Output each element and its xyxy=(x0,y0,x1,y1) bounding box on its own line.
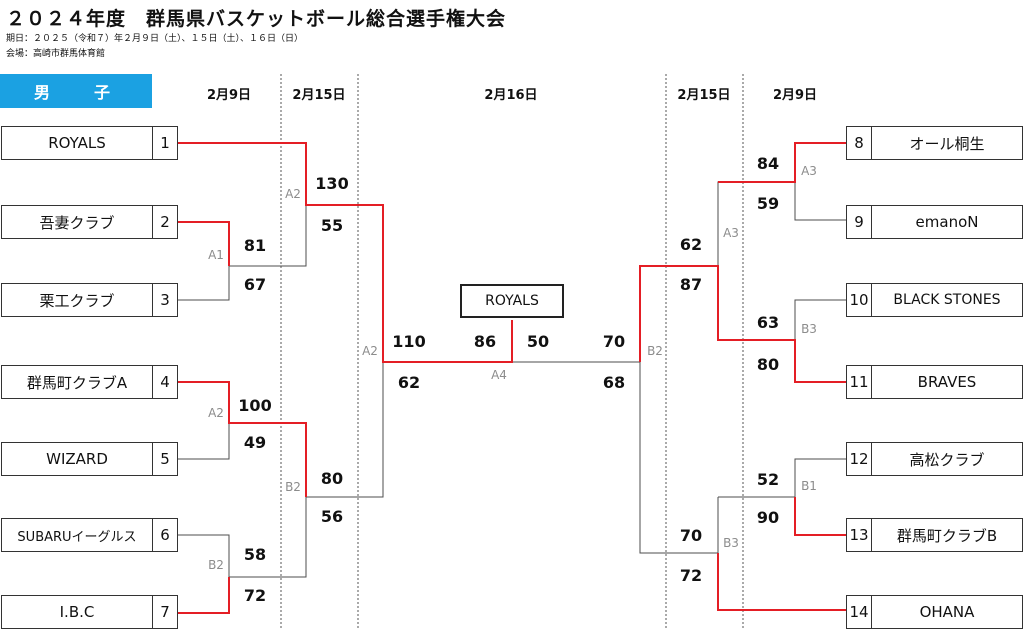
win-path-ibc xyxy=(178,577,230,614)
score-gunmamachi-a-r2: 80 xyxy=(320,469,344,488)
seed-2: 2 xyxy=(152,205,178,239)
seed-12: 12 xyxy=(846,442,872,476)
path-takamatsu xyxy=(794,458,846,497)
score-braves-semi: 70 xyxy=(602,332,626,351)
game-label-final: A4 xyxy=(491,368,507,382)
score-final-left: 86 xyxy=(473,332,497,351)
game-label-a2-mid: A2 xyxy=(208,406,224,420)
event-venue: 会場：高崎市群馬体育館 xyxy=(6,49,106,59)
team-takamatsu-club[interactable]: 高松クラブ xyxy=(871,442,1023,476)
score-agatsuma-r2: 55 xyxy=(320,216,344,235)
seed-7: 7 xyxy=(152,595,178,629)
seed-13: 13 xyxy=(846,518,872,552)
path-b2-mid-winner xyxy=(306,362,384,498)
score-braves: 80 xyxy=(756,355,780,374)
score-ibc: 72 xyxy=(243,586,267,605)
date-left-round2: 2月15日 xyxy=(292,88,346,103)
score-ibc-r2: 56 xyxy=(320,507,344,526)
game-label-b3-low: B3 xyxy=(723,536,739,550)
seed-5: 5 xyxy=(152,442,178,476)
score-gunmamachi-b-r2: 70 xyxy=(679,526,703,545)
score-ohana-semi: 68 xyxy=(602,373,626,392)
path-subaru xyxy=(178,534,230,577)
score-final-right: 50 xyxy=(526,332,550,351)
team-ibc[interactable]: I.B.C xyxy=(1,595,153,629)
team-wizard[interactable]: WIZARD xyxy=(1,442,153,476)
score-royals-semi: 110 xyxy=(392,332,426,351)
path-kurikou xyxy=(178,266,230,301)
seed-1: 1 xyxy=(152,126,178,160)
score-emanon: 59 xyxy=(756,194,780,213)
team-royals[interactable]: ROYALS xyxy=(1,126,153,160)
seed-10: 10 xyxy=(846,283,872,317)
path-blackstones xyxy=(794,299,846,340)
game-label-b2-low: B2 xyxy=(208,558,224,572)
score-all-kiryu: 84 xyxy=(756,154,780,173)
score-all-kiryu-r2: 62 xyxy=(679,235,703,254)
win-path-braves xyxy=(639,265,846,383)
path-wizard xyxy=(178,423,230,460)
score-wizard: 49 xyxy=(243,433,267,452)
score-royals-r2: 130 xyxy=(315,174,349,193)
game-label-a2-top: A2 xyxy=(285,187,301,201)
game-label-b3-mid: B3 xyxy=(801,322,817,336)
seed-14: 14 xyxy=(846,595,872,629)
win-path-ohana xyxy=(717,553,846,611)
win-path-royals xyxy=(178,142,513,363)
game-label-b2-semi: B2 xyxy=(647,344,663,358)
seed-9: 9 xyxy=(846,205,872,239)
champion-box: ROYALS xyxy=(460,284,564,318)
score-subaru: 58 xyxy=(243,545,267,564)
score-gunmamachi-b: 90 xyxy=(756,508,780,527)
win-path-gunmamachi-b xyxy=(794,497,846,536)
team-braves[interactable]: BRAVES xyxy=(871,365,1023,399)
score-ohana-r2: 72 xyxy=(679,566,703,585)
seed-6: 6 xyxy=(152,518,178,552)
date-right-round1: 2月9日 xyxy=(772,88,818,103)
team-kurikou-club[interactable]: 栗工クラブ xyxy=(1,283,153,317)
score-takamatsu: 52 xyxy=(756,470,780,489)
seed-11: 11 xyxy=(846,365,872,399)
path-a1-winner xyxy=(229,205,307,267)
game-label-b1: B1 xyxy=(801,479,817,493)
team-ohana[interactable]: OHANA xyxy=(871,595,1023,629)
team-agatsuma-club[interactable]: 吾妻クラブ xyxy=(1,205,153,239)
division-label: 男 子 xyxy=(0,74,152,108)
team-subaru-eagles[interactable]: SUBARUイーグルス xyxy=(1,518,153,552)
win-path-agatsuma xyxy=(178,221,230,266)
win-path-gunmamachi-a xyxy=(178,381,307,497)
score-agatsuma: 81 xyxy=(243,236,267,255)
team-emanon[interactable]: emanoN xyxy=(871,205,1023,239)
seed-8: 8 xyxy=(846,126,872,160)
win-path-all-kiryu xyxy=(718,142,846,183)
date-right-round2: 2月15日 xyxy=(677,88,731,103)
game-label-a3-top: A3 xyxy=(801,164,817,178)
date-center: 2月16日 xyxy=(484,88,538,103)
team-gunmamachi-club-b[interactable]: 群馬町クラブB xyxy=(871,518,1023,552)
score-black-stones: 63 xyxy=(756,313,780,332)
score-gunmamachi-a: 100 xyxy=(238,396,272,415)
seed-3: 3 xyxy=(152,283,178,317)
date-left-round1: 2月9日 xyxy=(206,88,252,103)
score-gunmamachi-a-semi: 62 xyxy=(397,373,421,392)
path-emanon xyxy=(794,182,846,221)
tournament-title: ２０２４年度 群馬県バスケットボール総合選手権大会 xyxy=(6,8,507,30)
path-b3-low-winner xyxy=(639,362,718,554)
game-label-a2-semi: A2 xyxy=(362,344,378,358)
game-label-a1: A1 xyxy=(208,248,224,262)
team-black-stones[interactable]: BLACK STONES xyxy=(871,283,1023,317)
seed-4: 4 xyxy=(152,365,178,399)
score-braves-r2: 87 xyxy=(679,275,703,294)
game-label-a3-mid: A3 xyxy=(723,226,739,240)
team-all-kiryu[interactable]: オール桐生 xyxy=(871,126,1023,160)
score-kurikou: 67 xyxy=(243,275,267,294)
event-dates: 期日：２０２５（令和７）年２月９日（土）、１５日（土）、１６日（日） xyxy=(6,34,304,44)
game-label-b2-mid: B2 xyxy=(285,480,301,494)
path-b2-low-winner xyxy=(229,497,307,578)
team-gunmamachi-club-a[interactable]: 群馬町クラブA xyxy=(1,365,153,399)
